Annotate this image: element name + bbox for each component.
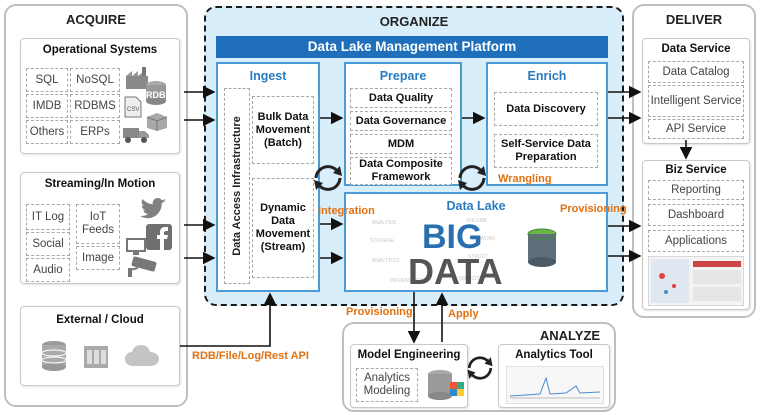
data-service-title: Data Service xyxy=(661,43,731,55)
analytics-tool-title: Analytics Tool xyxy=(515,349,593,361)
biz-service-title: Biz Service xyxy=(665,164,727,176)
rdb-label: RDB xyxy=(146,90,166,100)
cycle-arrow-icon xyxy=(314,165,342,191)
factory-icon xyxy=(126,67,148,89)
source-it-log: IT Log xyxy=(26,204,70,230)
reporting: Reporting xyxy=(648,180,744,200)
data-lake-title: Data Lake xyxy=(446,199,506,213)
operational-systems-title: Operational Systems xyxy=(42,44,158,56)
svg-text:STORAGE: STORAGE xyxy=(370,238,395,244)
integration-label: Integration xyxy=(318,205,375,217)
ingest-title: Ingest xyxy=(249,69,287,83)
source-imdb: IMDB xyxy=(26,94,68,118)
csv-file-icon: CSV xyxy=(124,96,142,118)
box-icon xyxy=(146,113,168,131)
monitor-icon xyxy=(126,238,146,255)
external-cloud-title: External / Cloud xyxy=(56,314,144,326)
dynamic-data-movement: Dynamic Data Movement (Stream) xyxy=(252,178,314,278)
facebook-icon xyxy=(146,224,172,250)
cycle-arrow-icon xyxy=(458,165,486,191)
analyze-title: ANALYZE xyxy=(539,328,601,343)
twitter-bird-icon xyxy=(140,198,166,219)
source-erps: ERPs xyxy=(70,120,120,144)
source-nosql: NoSQL xyxy=(70,68,120,92)
data-catalog: Data Catalog xyxy=(648,61,744,83)
platform-title: Data Lake Management Platform xyxy=(307,39,517,54)
dashboard: Dashboard xyxy=(648,204,744,226)
analytics-modeling: Analytics Modeling xyxy=(356,368,418,402)
database-icon xyxy=(41,341,67,371)
svg-text:ANALYSIS: ANALYSIS xyxy=(372,220,397,226)
source-iot-feeds: IoT Feeds xyxy=(76,204,120,244)
intelligent-service: Intelligent Service xyxy=(648,85,744,117)
svg-text:NETWORK: NETWORK xyxy=(470,236,496,242)
cloud-icon xyxy=(125,345,159,366)
svg-text:CSV: CSV xyxy=(127,107,139,113)
data-lake-database-icon xyxy=(527,228,557,267)
data-quality: Data Quality xyxy=(350,88,452,108)
rdb-database-icon xyxy=(146,81,166,105)
self-service-data-preparation: Self-Service Data Preparation xyxy=(494,134,598,168)
source-image: Image xyxy=(76,246,120,270)
analytics-tool-screenshot xyxy=(506,366,604,404)
data-word: DATA xyxy=(408,251,503,288)
svg-text:VELOCITY: VELOCITY xyxy=(458,276,483,282)
dashboard-thumbnail xyxy=(648,256,744,306)
wrangling-label: Wrangling xyxy=(498,173,552,185)
provisioning-right-label: Provisioning xyxy=(560,203,627,215)
provisioning-bottom-label: Provisioning xyxy=(346,306,413,318)
truck-icon xyxy=(123,128,149,143)
data-access-infrastructure: Data Access Infrastructure xyxy=(224,88,250,284)
model-engineering-title: Model Engineering xyxy=(357,349,461,361)
prepare-title: Prepare xyxy=(379,69,427,83)
data-discovery: Data Discovery xyxy=(494,92,598,126)
source-others: Others xyxy=(26,120,68,144)
cycle-arrow-icon xyxy=(467,356,493,380)
organize-title: ORGANIZE xyxy=(379,14,449,29)
streaming-title: Streaming/In Motion xyxy=(44,178,156,190)
data-access-infrastructure-label: Data Access Infrastructure xyxy=(231,116,244,256)
svg-text:INFORMATION: INFORMATION xyxy=(390,278,425,284)
svg-text:STRUCT: STRUCT xyxy=(468,254,488,260)
source-audio: Audio xyxy=(26,258,70,282)
svg-text:ANALYTICS: ANALYTICS xyxy=(372,258,400,264)
enrich-title: Enrich xyxy=(527,69,567,83)
apply-label: Apply xyxy=(448,308,479,320)
source-rdbms: RDBMS xyxy=(70,94,120,118)
deliver-title: DELIVER xyxy=(665,12,723,27)
server-files-icon xyxy=(84,346,108,368)
mdm: MDM xyxy=(350,134,452,154)
bulk-data-movement: Bulk Data Movement (Batch) xyxy=(252,96,314,164)
data-lake-box xyxy=(344,192,608,292)
source-sql: SQL xyxy=(26,68,68,92)
data-composite-framework: Data Composite Framework xyxy=(350,157,452,185)
cctv-camera-icon xyxy=(128,256,157,277)
applications: Applications xyxy=(648,230,744,252)
database-cube-icon xyxy=(428,370,464,400)
data-governance: Data Governance xyxy=(350,111,452,131)
big-word: BIG xyxy=(422,218,482,256)
rdb-file-log-rest-api-label: RDB/File/Log/Rest API xyxy=(192,350,309,362)
svg-text:VOLUME: VOLUME xyxy=(466,218,488,224)
acquire-title: ACQUIRE xyxy=(66,12,126,27)
source-social: Social xyxy=(26,232,70,256)
api-service: API Service xyxy=(648,119,744,139)
big-data-word-cloud: ANALYSIS STORAGE ANALYTICS VOLUME NETWORK ST… xyxy=(370,218,503,288)
platform-banner: Data Lake Management Platform xyxy=(216,36,608,58)
